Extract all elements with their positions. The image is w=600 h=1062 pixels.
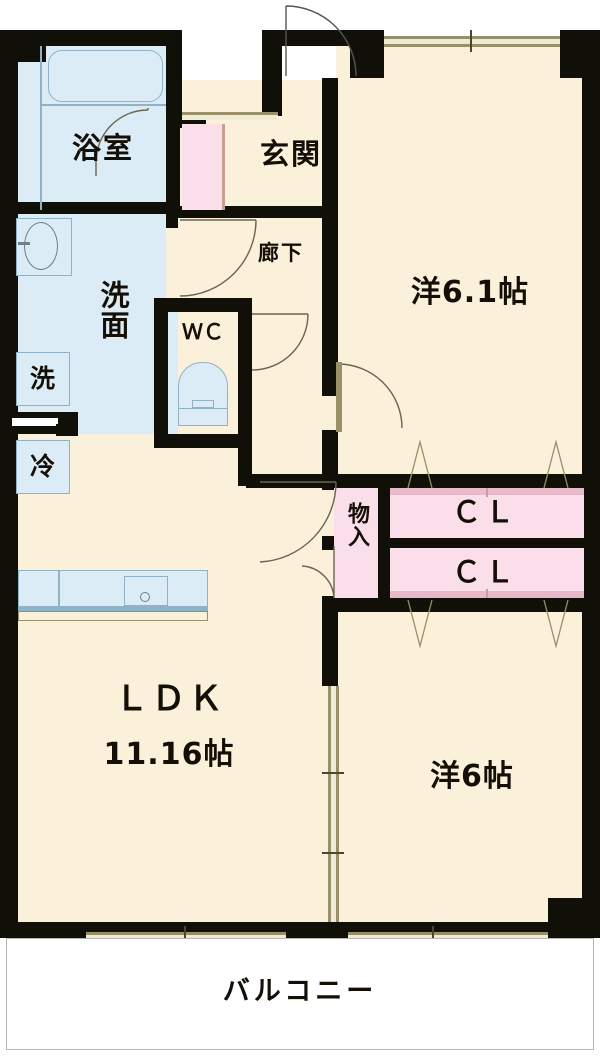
partition-mark-lower — [322, 852, 344, 854]
bathroom-door-swing — [95, 108, 149, 176]
entrance-door-swing — [285, 5, 357, 77]
window-bedroom1-top-inner — [384, 44, 560, 47]
bedroom2-label: 洋6帖 — [430, 759, 514, 794]
balcony-outer-edge — [6, 938, 594, 1050]
fridge-box[interactable] — [16, 440, 70, 494]
bedroom1-label: 洋6.1帖 — [410, 275, 530, 310]
bathroom-label: 浴室 — [71, 131, 134, 165]
closet-lower-door-split — [486, 589, 488, 598]
ldk-label: ＬＤＫ — [114, 679, 226, 719]
toilet-label: ＷＣ — [182, 320, 224, 344]
window-ldk-balcony-fill — [86, 935, 286, 940]
wall-entrance-right — [262, 30, 282, 116]
window-bedroom1-top-fill — [384, 39, 560, 44]
entrance-label: 玄関 — [259, 137, 322, 171]
window-bedroom2-balcony-mullion — [432, 926, 434, 948]
partition-ldk-bedroom2-inner — [336, 686, 339, 922]
closet-lower-label: ＣＬ — [451, 555, 518, 589]
wall-bedroom1-topright-block — [560, 30, 600, 78]
wall-toilet-top — [154, 298, 252, 312]
ldk-size-label: 11.16帖 — [103, 737, 235, 772]
kitchen-counter-front — [18, 606, 208, 611]
entrance-door-threshold-fill — [182, 115, 278, 120]
closet-upper-fold-indicator — [407, 439, 569, 489]
wall-niche-gap — [12, 418, 58, 426]
partition-mark-upper — [322, 772, 344, 774]
wash-basin-bowl — [24, 222, 58, 270]
wall-hallway-right — [322, 206, 338, 396]
shoe-box-edge — [222, 124, 225, 210]
window-ldk-balcony — [86, 932, 286, 935]
wall-bath-right — [166, 44, 180, 214]
monoire-door-swing — [301, 546, 335, 599]
toilet-lid — [192, 400, 214, 408]
window-ldk-balcony-mullion — [184, 926, 186, 948]
partition-ldk-bedroom2-fill — [331, 686, 336, 922]
kitchen-counter-base — [18, 611, 208, 621]
wall-ldk-bedroom2-divider — [322, 596, 338, 686]
monoire-storage[interactable] — [334, 488, 378, 598]
wall-hallway-bottom — [246, 474, 338, 488]
window-bedroom1-top — [384, 36, 560, 39]
wall-bath-washroom — [14, 202, 178, 214]
wall-right-outer — [582, 30, 600, 910]
toilet-door-swing — [251, 313, 309, 371]
bathroom-tub-ledge — [40, 104, 166, 106]
wall-toilet-bottom — [154, 434, 252, 448]
wall-left-outer — [0, 30, 18, 938]
window-bedroom2-balcony-fill — [348, 935, 548, 940]
wall-toilet-left — [154, 298, 168, 448]
bedroom1-door-threshold — [336, 362, 342, 432]
window-bedroom2-balcony — [348, 932, 548, 935]
washroom-door-swing — [179, 219, 257, 297]
washer-label: 洗 — [29, 364, 56, 393]
closet-upper-door-split — [486, 488, 488, 497]
entrance-door-threshold — [182, 112, 278, 115]
bathtub — [48, 50, 163, 102]
partition-ldk-bedroom2 — [328, 686, 331, 922]
wash-basin-tap — [18, 242, 30, 245]
balcony-label: バルコニー — [222, 976, 378, 1007]
kitchen-counter — [18, 570, 208, 608]
closet-upper-label: ＣＬ — [451, 495, 518, 529]
bedroom1-door-swing — [337, 363, 403, 429]
wall-washroom-left-step — [0, 30, 46, 62]
ldk-door-swing — [259, 481, 337, 563]
hallway-label: 廊下 — [258, 241, 304, 265]
fridge-label: 冷 — [29, 452, 56, 481]
washroom-label-line1: 洗面 — [96, 280, 130, 340]
shoe-box — [182, 124, 224, 210]
kitchen-sink-drain — [140, 592, 150, 602]
kitchen-counter-divider — [58, 570, 60, 606]
monoire-label: 物入 — [344, 502, 369, 548]
wall-entrance-right-lower — [322, 78, 338, 208]
bedroom1-area — [336, 40, 584, 495]
closet-lower-fold-indicator — [407, 599, 569, 649]
wall-washroom-bottom — [56, 424, 78, 436]
wall-monoire-right — [376, 474, 390, 612]
washer-box[interactable] — [16, 352, 70, 406]
wall-toilet-right — [238, 298, 252, 448]
wall-bedroom1-topleft-block — [350, 30, 384, 78]
wall-toilet-stub — [238, 434, 252, 486]
window-bedroom1-top-mullion — [470, 30, 472, 52]
wall-washroom-right — [166, 214, 178, 228]
toilet-tank — [178, 408, 228, 426]
bathroom-left-edge — [40, 46, 42, 210]
